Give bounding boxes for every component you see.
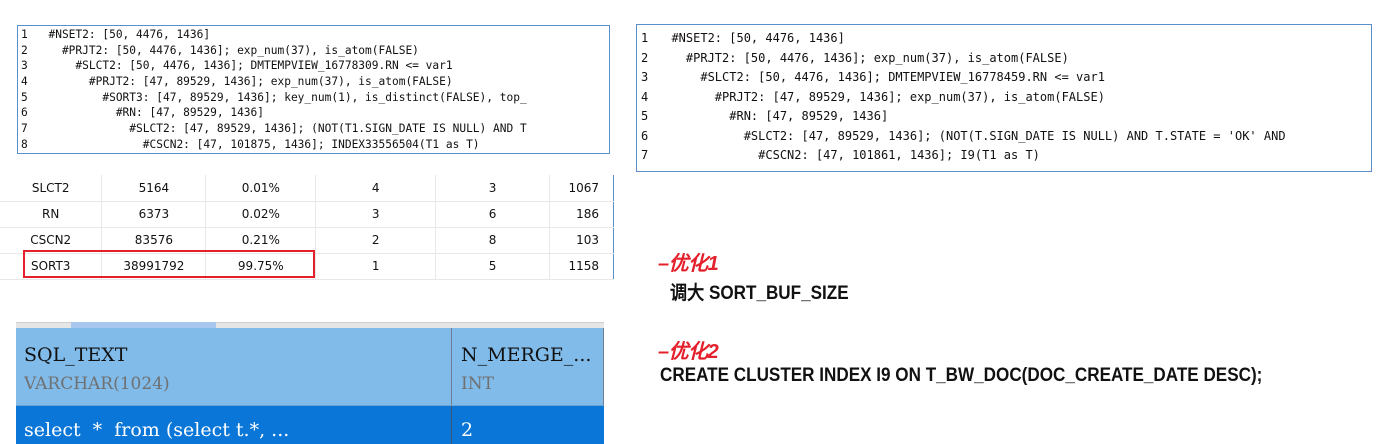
rank-cell: 4 <box>315 175 437 202</box>
rank-cell: 2 <box>315 227 437 254</box>
line-number: 5 <box>641 109 649 123</box>
plan-line: 3 #SLCT2: [50, 4476, 1436]; DMTEMPVIEW_1… <box>641 68 1371 88</box>
grid-header: SQL_TEXT VARCHAR(1024) N_MERGE_... INT <box>16 328 604 406</box>
plan-line: 1 #NSET2: [50, 4476, 1436] <box>21 27 609 43</box>
percent-cell: 0.02% <box>205 201 317 228</box>
line-number: 6 <box>641 128 649 143</box>
operator-cell: CSCN2 <box>0 227 103 254</box>
seq-cell: 3 <box>435 175 550 202</box>
column-header-sql-text[interactable]: SQL_TEXT VARCHAR(1024) <box>16 328 452 405</box>
operator-stats-table: SLCT2 5164 0.01% 4 3 1067 RN 6373 0.02% … <box>0 175 614 281</box>
time-cell: 6373 <box>101 201 207 228</box>
count-cell: 103 <box>549 227 614 254</box>
execution-plan-after: 1 #NSET2: [50, 4476, 1436] 2 #PRJT2: [50… <box>636 24 1372 172</box>
plan-line: 5 #SORT3: [47, 89529, 1436]; key_num(1),… <box>21 90 609 106</box>
plan-line: 5 #RN: [47, 89529, 1436] <box>641 107 1371 127</box>
cell-value: select * from (select t.*, ... <box>24 419 290 441</box>
line-number: 7 <box>641 148 649 162</box>
column-name: SQL_TEXT <box>24 344 128 366</box>
column-type: VARCHAR(1024) <box>24 374 170 394</box>
plan-line: 6 #SLCT2: [47, 89529, 1436]; (NOT(T.SIGN… <box>641 127 1371 147</box>
plan-line-text: #SLCT2: [50, 4476, 1436]; DMTEMPVIEW_167… <box>657 70 1105 84</box>
column-header-n-merge[interactable]: N_MERGE_... INT <box>453 328 604 405</box>
line-number: 7 <box>21 122 28 136</box>
cell-value: 2 <box>461 419 474 441</box>
time-cell: 83576 <box>101 227 207 254</box>
seq-cell: 5 <box>435 253 550 281</box>
plan-line-text: #CSCN2: [47, 101875, 1436]; INDEX3355650… <box>35 137 480 151</box>
plan-line: 4 #PRJT2: [47, 89529, 1436]; exp_num(37)… <box>21 74 609 90</box>
plan-line: 3 #SLCT2: [50, 4476, 1436]; DMTEMPVIEW_1… <box>21 58 609 74</box>
percent-cell: 99.75% <box>205 253 317 281</box>
plan-line: 2 #PRJT2: [50, 4476, 1436]; exp_num(37),… <box>641 49 1371 69</box>
plan-line: 8 #CSCN2: [47, 101875, 1436]; INDEX33556… <box>21 137 609 153</box>
line-number: 2 <box>21 43 28 57</box>
execution-plan-before: 1 #NSET2: [50, 4476, 1436] 2 #PRJT2: [50… <box>17 25 610 154</box>
line-number: 2 <box>641 50 649 65</box>
plan-line-text: #RN: [47, 89529, 1436] <box>35 106 265 120</box>
optimization-1-body: 调大 SORT_BUF_SIZE <box>670 283 849 304</box>
percent-cell: 0.21% <box>205 227 317 254</box>
plan-line-text: #PRJT2: [50, 4476, 1436]; exp_num(37), i… <box>657 50 1069 65</box>
column-type: INT <box>461 374 494 394</box>
plan-line-text: #NSET2: [50, 4476, 1436] <box>35 28 211 41</box>
optimization-1-title: –优化1 <box>658 253 719 275</box>
percent-cell: 0.01% <box>205 175 317 202</box>
grid-tab-active[interactable] <box>71 322 216 328</box>
plan-line: 6 #RN: [47, 89529, 1436] <box>21 105 609 121</box>
plan-line-text: #SORT3: [47, 89529, 1436]; key_num(1), i… <box>35 90 527 104</box>
plan-line-text: #PRJT2: [47, 89529, 1436]; exp_num(37), … <box>35 75 453 89</box>
sql-result-grid: SQL_TEXT VARCHAR(1024) N_MERGE_... INT s… <box>16 322 604 444</box>
plan-line-text: #PRJT2: [50, 4476, 1436]; exp_num(37), i… <box>35 43 419 57</box>
plan-line-text: #CSCN2: [47, 101861, 1436]; I9(T1 as T) <box>657 148 1040 162</box>
line-number: 1 <box>21 28 28 41</box>
line-number: 1 <box>641 31 649 45</box>
operator-cell: SORT3 <box>0 253 103 281</box>
rank-cell: 1 <box>315 253 437 281</box>
line-number: 5 <box>21 90 28 104</box>
time-cell: 5164 <box>101 175 207 202</box>
operator-cell: RN <box>0 201 103 228</box>
seq-cell: 8 <box>435 227 550 254</box>
table-row[interactable]: RN 6373 0.02% 3 6 186 <box>0 201 614 228</box>
plan-line-text: #PRJT2: [47, 89529, 1436]; exp_num(37), … <box>657 89 1105 104</box>
line-number: 3 <box>21 59 28 73</box>
plan-line: 2 #PRJT2: [50, 4476, 1436]; exp_num(37),… <box>21 43 609 59</box>
grid-row-selected[interactable]: select * from (select t.*, ... 2 <box>16 406 604 444</box>
plan-line: 7 #SLCT2: [47, 89529, 1436]; (NOT(T1.SIG… <box>21 121 609 137</box>
plan-line: 1 #NSET2: [50, 4476, 1436] <box>641 29 1371 49</box>
grid-tab-strip <box>16 322 604 328</box>
plan-line: 4 #PRJT2: [47, 89529, 1436]; exp_num(37)… <box>641 88 1371 108</box>
plan-line-text: #RN: [47, 89529, 1436] <box>657 109 889 123</box>
rank-cell: 3 <box>315 201 437 228</box>
plan-line-text: #NSET2: [50, 4476, 1436] <box>657 31 845 45</box>
optimization-2-title: –优化2 <box>658 341 719 363</box>
table-row[interactable]: SLCT2 5164 0.01% 4 3 1067 <box>0 175 614 202</box>
count-cell: 186 <box>549 201 614 228</box>
line-number: 8 <box>21 137 28 151</box>
table-row[interactable]: CSCN2 83576 0.21% 2 8 103 <box>0 227 614 254</box>
table-row-highlighted[interactable]: SORT3 38991792 99.75% 1 5 1158 <box>0 253 614 281</box>
sql-text-cell[interactable]: select * from (select t.*, ... <box>16 406 452 444</box>
seq-cell: 6 <box>435 201 550 228</box>
plan-line-text: #SLCT2: [47, 89529, 1436]; (NOT(T1.SIGN_… <box>35 122 527 136</box>
line-number: 6 <box>21 106 28 120</box>
line-number: 4 <box>641 89 649 104</box>
column-name: N_MERGE_... <box>461 344 592 366</box>
time-cell: 38991792 <box>101 253 207 281</box>
optimization-2-body: CREATE CLUSTER INDEX I9 ON T_BW_DOC(DOC_… <box>660 365 1263 386</box>
plan-line-text: #SLCT2: [50, 4476, 1436]; DMTEMPVIEW_167… <box>35 59 453 73</box>
count-cell: 1158 <box>549 253 614 281</box>
line-number: 3 <box>641 70 649 84</box>
plan-line: 7 #CSCN2: [47, 101861, 1436]; I9(T1 as T… <box>641 146 1371 166</box>
n-merge-cell[interactable]: 2 <box>453 406 604 444</box>
count-cell: 1067 <box>549 175 614 202</box>
line-number: 4 <box>21 75 28 89</box>
operator-cell: SLCT2 <box>0 175 103 202</box>
plan-line-text: #SLCT2: [47, 89529, 1436]; (NOT(T.SIGN_D… <box>657 128 1286 143</box>
